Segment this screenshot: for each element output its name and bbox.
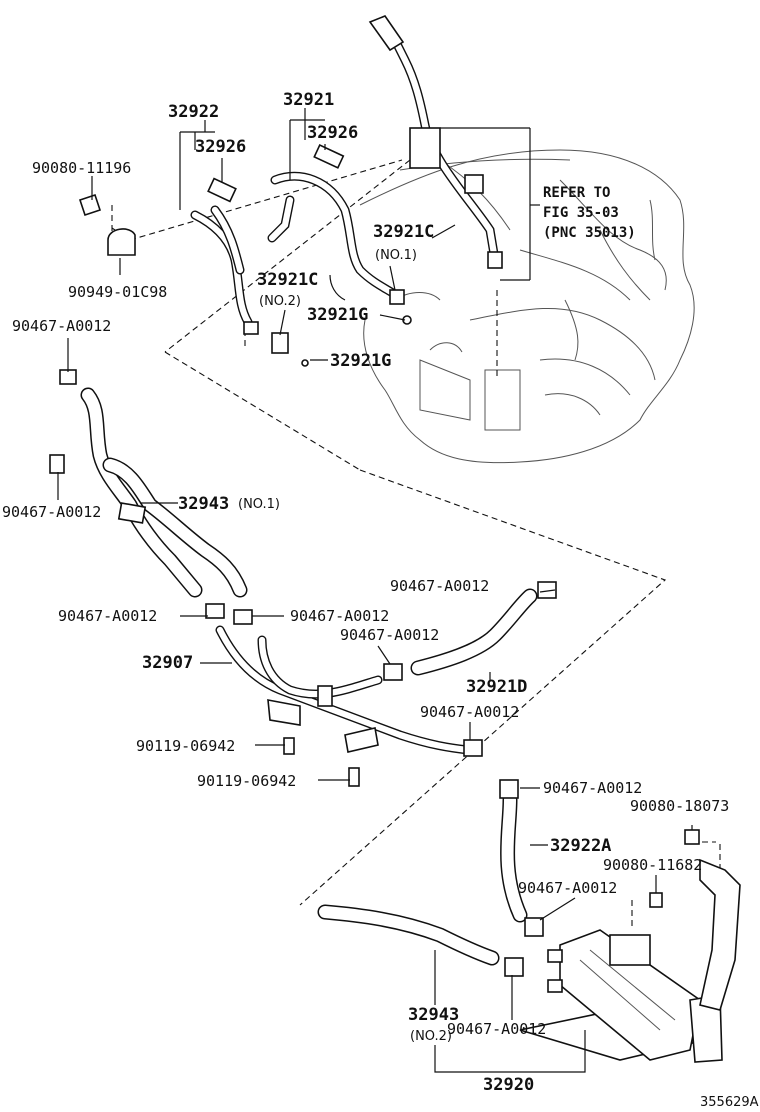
bolts-90119 (283, 737, 360, 787)
filler-tube (368, 15, 503, 269)
leader-lines (57, 108, 693, 1073)
label-90467-b: 90467-A0012 (2, 503, 101, 521)
label-32926-a: 32926 (307, 123, 358, 143)
hose-32922a (499, 779, 544, 937)
label-90467-c: 90467-A0012 (58, 607, 157, 625)
label-90467-f: 90467-A0012 (340, 626, 439, 644)
label-32920: 32920 (483, 1075, 534, 1095)
bracket-clamp (78, 193, 136, 256)
label-90467-e: 90467-A0012 (390, 577, 489, 595)
label-90119-b: 90119-06942 (197, 772, 296, 790)
label-32943-no2: 32943 (408, 1005, 459, 1025)
label-90467-g: 90467-A0012 (420, 703, 519, 721)
hose-32943-no1 (49, 369, 248, 598)
hose-32943-no2 (317, 904, 524, 977)
label-90467-i: 90467-A0012 (518, 879, 617, 897)
label-32921g-1: 32921G (307, 305, 368, 325)
label-no2-a: (NO.2) (259, 294, 301, 309)
pipe-32907 (215, 625, 473, 755)
label-32926-b: 32926 (195, 137, 246, 157)
reference-dashes (111, 159, 721, 930)
cooler-tubes-upper (190, 144, 412, 367)
diagram-id: 355629A (700, 1095, 759, 1110)
oil-cooler-32920 (519, 829, 741, 1063)
label-32922a: 32922A (550, 836, 611, 856)
label-90949-01c98: 90949-01C98 (68, 283, 167, 301)
label-32921c-1: 32921C (373, 222, 434, 242)
label-90080-11196: 90080-11196 (32, 159, 131, 177)
label-90119-a: 90119-06942 (136, 737, 235, 755)
label-32943-no1: 32943 (178, 494, 229, 514)
label-90467-h: 90467-A0012 (543, 779, 642, 797)
hose-32921d (383, 581, 557, 757)
part-labels: 32922 32921 32926 32926 90080-11196 9094… (2, 90, 759, 1110)
label-90467-j: 90467-A0012 (447, 1020, 546, 1038)
label-no1-b: (NO.1) (238, 497, 280, 512)
label-32922: 32922 (168, 102, 219, 122)
label-no2-b: (NO.2) (410, 1029, 452, 1044)
label-90080-11682: 90080-11682 (603, 856, 702, 874)
label-no1-a: (NO.1) (375, 248, 417, 263)
transmission-housing (359, 149, 695, 464)
label-32921g-2: 32921G (330, 351, 391, 371)
refer-line-3: (PNC 35013) (543, 225, 636, 241)
refer-line-1: REFER TO (543, 185, 610, 201)
label-32921d: 32921D (466, 677, 527, 697)
label-90467-d: 90467-A0012 (290, 607, 389, 625)
clamps-32907 (205, 603, 253, 625)
label-90467-a: 90467-A0012 (12, 317, 111, 335)
refer-line-2: FIG 35-03 (543, 205, 619, 221)
label-32921: 32921 (283, 90, 334, 110)
label-32921c-2: 32921C (257, 270, 318, 290)
label-90080-18073: 90080-18073 (630, 797, 729, 815)
label-32907: 32907 (142, 653, 193, 673)
